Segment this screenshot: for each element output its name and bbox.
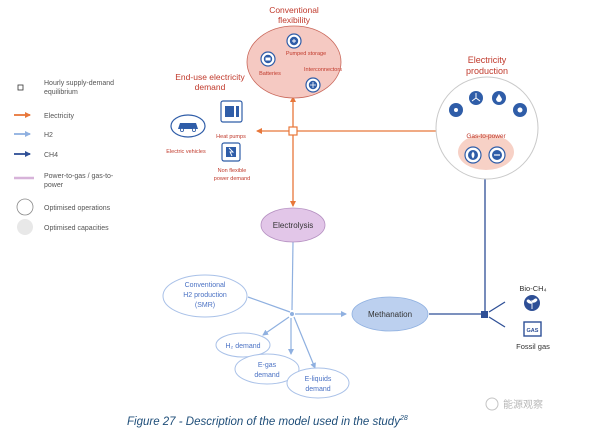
conventional-h2-label-1: Conventional (185, 282, 226, 289)
bio-ch4-icon (524, 295, 540, 311)
gas-hub (481, 311, 488, 318)
eliquids-demand-node (286, 367, 350, 399)
fossil-gas-icon: GAS (523, 321, 542, 337)
methanation-node (351, 296, 429, 332)
gas-turbine-icon (488, 146, 506, 164)
power-demand-label: power demand (214, 176, 250, 182)
figure-caption: Figure 27 - Description of the model use… (127, 415, 408, 428)
watermark-logo-icon (485, 397, 499, 411)
legend-optimised-capacities-label: Optimised capacities (44, 225, 109, 232)
pumped-storage-label: Pumped storage (286, 51, 326, 57)
end-use-title: End-use electricity (175, 72, 245, 82)
flow-h2hub-to-h2demand (262, 316, 290, 336)
conventional-h2-node (162, 274, 248, 318)
optimised-capacities-icon (17, 219, 33, 235)
wind-icon (469, 91, 483, 105)
caption-text: Figure 27 - Description of the model use… (127, 416, 401, 428)
caption-superscript: 28 (399, 415, 408, 422)
flexibility-title: Conventional (269, 5, 319, 15)
h2-demand-label: H₂ demand (225, 343, 260, 350)
end-use-demand: End-use electricity demand Heat pumps El… (166, 72, 250, 182)
pumped-storage-icon (286, 33, 302, 49)
electric-vehicle-icon (170, 114, 206, 138)
gas-box-label: GAS (527, 328, 539, 334)
solar-icon (513, 103, 527, 117)
interconnector-icon (305, 77, 321, 93)
legend-ch4-label: CH4 (44, 152, 58, 159)
legend-optimised-operations-label: Optimised operations (44, 205, 111, 212)
h2-demand-node (215, 332, 271, 358)
legend-equilibrium-label-2: equilibrium (44, 89, 78, 96)
power-demand-icon (221, 142, 241, 162)
methanation-label: Methanation (368, 310, 412, 319)
flow-h2hub-to-eliquids (293, 316, 316, 369)
egas-demand-label-1: E-gas (258, 362, 277, 369)
eliquids-demand-label-2: demand (305, 386, 330, 393)
legend-ptg-label-2: power (44, 182, 64, 189)
electrolysis-label: Electrolysis (273, 221, 313, 230)
fossil-gas-label: Fossil gas (516, 342, 550, 351)
heat-pumps-label: Heat pumps (216, 134, 246, 140)
conventional-flexibility: Conventional flexibility Pumped storage … (246, 5, 342, 99)
equilibrium-icon (17, 84, 24, 91)
conventional-h2-label-3: (SMR) (195, 302, 215, 309)
bio-ch4-label: Bio-CH₄ (519, 284, 546, 293)
legend-h2-label: H2 (44, 132, 53, 139)
optimised-operations-icon (16, 198, 34, 216)
legend-ptg-label: Power-to-gas / gas-to- (44, 173, 114, 180)
production-title: Electricity (468, 55, 507, 65)
flexibility-title-2: flexibility (278, 15, 311, 25)
egas-demand-node (234, 353, 300, 385)
heat-pump-icon (220, 100, 243, 123)
production-title-2: production (466, 66, 508, 76)
watermark: 能源观察 (485, 397, 543, 411)
electricity-hub (288, 126, 298, 136)
end-use-title-2: demand (195, 82, 226, 92)
flow-fossil-to-gashub (488, 316, 506, 328)
egas-demand-label-2: demand (254, 372, 279, 379)
h2-hub (290, 312, 294, 316)
eliquids-demand-label-1: E-liquids (305, 376, 332, 383)
non-flexible-label: Non flexible (218, 168, 247, 174)
battery-icon (260, 51, 276, 67)
flow-electrolysis-to-h2hub (291, 241, 294, 311)
electric-vehicles-label: Electric vehicles (166, 149, 206, 155)
interconnectors-label: Interconnectors (304, 67, 342, 73)
nuclear-icon (449, 103, 463, 117)
batteries-label: Batteries (259, 71, 281, 77)
electricity-production: Electricity production Gas-to-power (435, 55, 539, 180)
legend-electricity-label: Electricity (44, 113, 74, 120)
legend: Hourly supply-demand equilibrium Electri… (14, 80, 114, 235)
gas-flame-icon (464, 146, 482, 164)
flow-biogas-to-gashub (488, 301, 506, 313)
flows (247, 96, 506, 369)
conventional-h2-label-2: H2 production (183, 292, 227, 299)
legend-equilibrium-label: Hourly supply-demand (44, 80, 114, 87)
electrolysis-node (260, 207, 326, 243)
watermark-text: 能源观察 (503, 398, 543, 411)
flow-smr-to-h2hub (247, 296, 291, 313)
hydro-icon (492, 91, 506, 105)
gas-to-power-label: Gas-to-power (466, 133, 506, 140)
